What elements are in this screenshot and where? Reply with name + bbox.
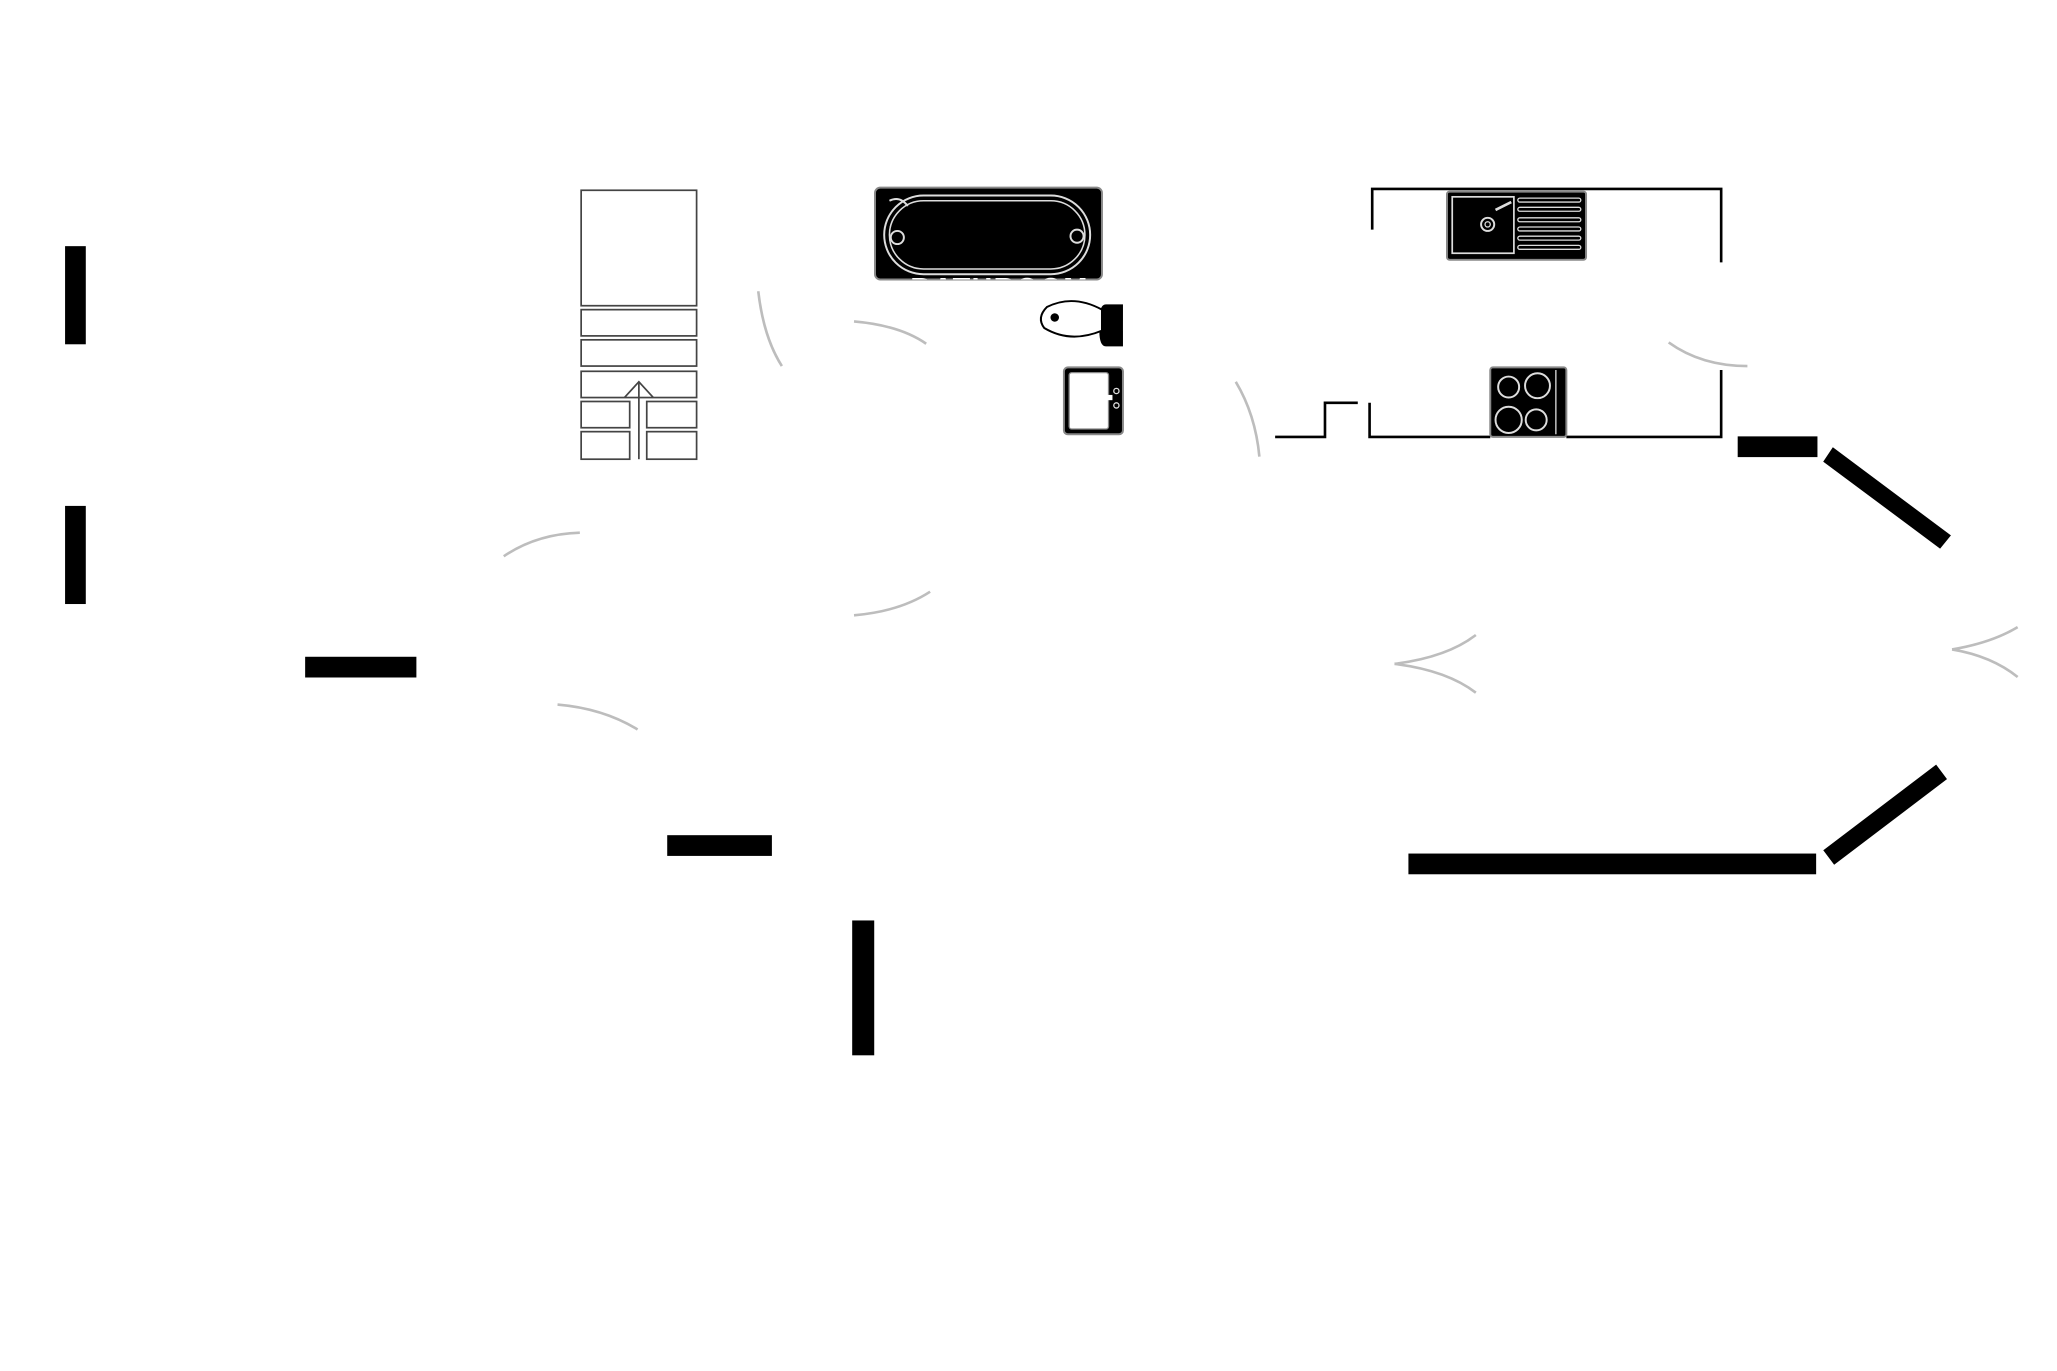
walls bbox=[63, 244, 1954, 1057]
wall-segment bbox=[1406, 851, 1818, 876]
door-swing-arc bbox=[557, 703, 639, 731]
door-swing-arc bbox=[1951, 625, 2019, 651]
bathtub-icon bbox=[874, 186, 1103, 281]
wall-segment bbox=[1821, 762, 1950, 867]
door-swing-arc bbox=[503, 531, 580, 558]
wall-segment bbox=[63, 244, 88, 346]
washbasin-icon bbox=[1062, 366, 1124, 436]
door-swing-arc bbox=[756, 291, 783, 367]
stair-direction-arrow bbox=[623, 380, 654, 399]
door-swing-arc bbox=[1394, 662, 1477, 694]
door-swing-arc bbox=[853, 320, 927, 345]
wall-segment bbox=[1821, 444, 1954, 551]
kitchen-worktops bbox=[1275, 187, 1723, 439]
wall-segment bbox=[665, 833, 774, 858]
wall-segment bbox=[850, 918, 876, 1057]
wall-segment bbox=[1736, 434, 1820, 459]
toilet-icon bbox=[1039, 300, 1123, 347]
wall-segment bbox=[303, 655, 418, 680]
stairs-icon bbox=[580, 189, 698, 461]
door-swing-arc bbox=[1667, 341, 1748, 368]
door-swing-arc bbox=[853, 590, 931, 617]
kitchen-sink-icon bbox=[1446, 190, 1588, 261]
wall-segment bbox=[63, 504, 88, 606]
room-label-bathroom: BATHROOM bbox=[910, 273, 1088, 305]
door-swing-arc bbox=[1951, 648, 2019, 678]
door-swing-arc bbox=[1394, 633, 1477, 666]
door-swing-arc bbox=[1234, 381, 1261, 457]
door-swings bbox=[503, 291, 2019, 731]
hob-icon bbox=[1489, 366, 1568, 438]
